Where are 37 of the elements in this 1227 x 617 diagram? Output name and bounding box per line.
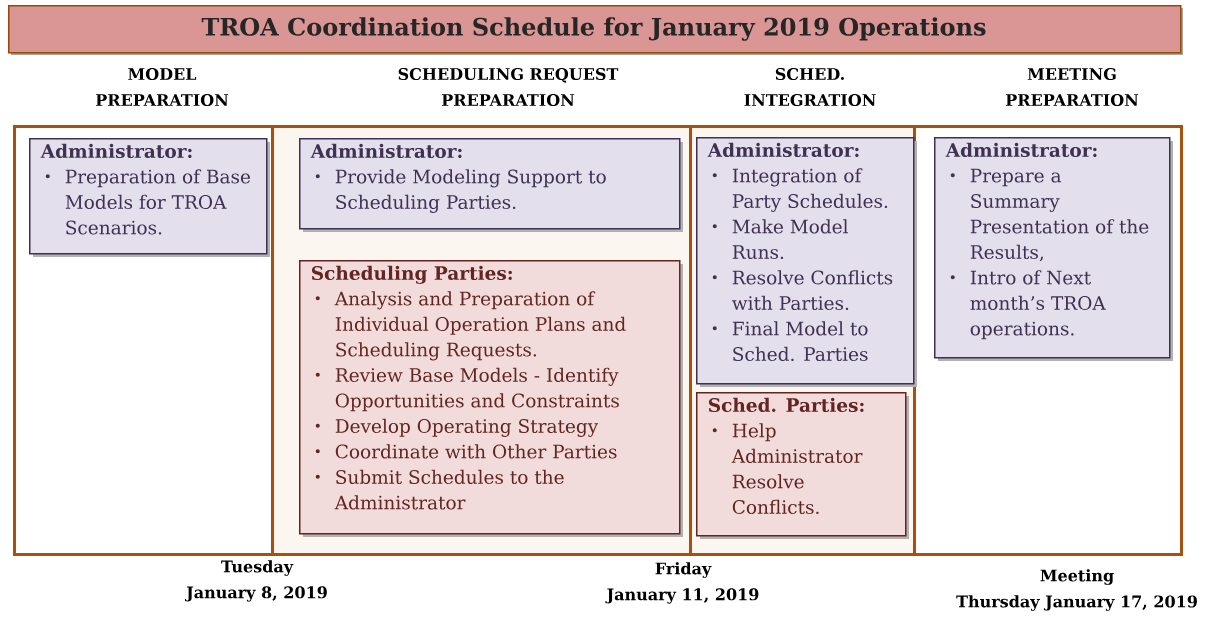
role-heading: Scheduling Parties: xyxy=(312,265,512,284)
node-label: SCHED. INTEGRATION xyxy=(744,67,876,107)
bullet-item: Integration of Party Schedules. xyxy=(712,168,888,212)
bullet-item: Coordinate with Other Parties xyxy=(315,444,617,459)
bullet-item: Resolve Conflicts with Parties. xyxy=(712,270,893,311)
task-box xyxy=(299,260,683,537)
bullet-item: Make Model Runs. xyxy=(712,219,848,260)
date-label: Friday xyxy=(655,562,712,578)
node-label: SCHEDULING REQUEST PREPARATION xyxy=(398,67,619,107)
date-label: Thursday January 17, 2019 xyxy=(956,595,1197,611)
date-label: Meeting xyxy=(1040,569,1114,585)
role-heading: Administrator: xyxy=(945,142,1097,158)
task-box xyxy=(29,138,270,257)
task-box xyxy=(299,138,683,232)
node-label: MEETING PREPARATION xyxy=(1005,67,1139,107)
role-heading: Administrator: xyxy=(310,143,462,159)
node-label: MODEL PREPARATION xyxy=(95,67,229,107)
role-heading: Sched. Parties: xyxy=(709,397,864,413)
bullet-item: Develop Operating Strategy xyxy=(315,418,599,437)
date-label: January 8, 2019 xyxy=(185,586,327,602)
bullet-item: Help Administrator Resolve Conflicts. xyxy=(712,423,863,515)
task-box xyxy=(696,392,909,539)
bullet-item: Preparation of Base Models for TROA Scenarios. xyxy=(45,169,250,235)
bullet-item: Prepare a Summary Presentation of the Results, xyxy=(950,168,1149,262)
task-box xyxy=(934,137,1173,361)
date-label: Tuesday xyxy=(221,560,294,576)
bullet-item: Provide Modeling Support to Scheduling Parties. xyxy=(315,169,606,213)
bullet-item: Intro of Next month’s TROA operations. xyxy=(950,270,1106,340)
date-label: January 11, 2019 xyxy=(605,588,759,604)
role-heading: Administrator: xyxy=(707,142,859,158)
bullet-item: Submit Schedules to the Administrator xyxy=(315,469,564,510)
role-heading: Administrator: xyxy=(40,143,192,159)
bullet-item: Final Model to Sched. Parties xyxy=(712,321,868,362)
bullet-item: Review Base Models - Identify Opportunities and Constraints xyxy=(315,367,619,412)
task-box xyxy=(696,137,917,387)
bullet-item: Analysis and Preparation of Individual Operation Plans and Scheduling Requests. xyxy=(315,291,626,361)
title-banner: TROA Coordination Schedule for January 2019 Operations xyxy=(8,5,1183,55)
